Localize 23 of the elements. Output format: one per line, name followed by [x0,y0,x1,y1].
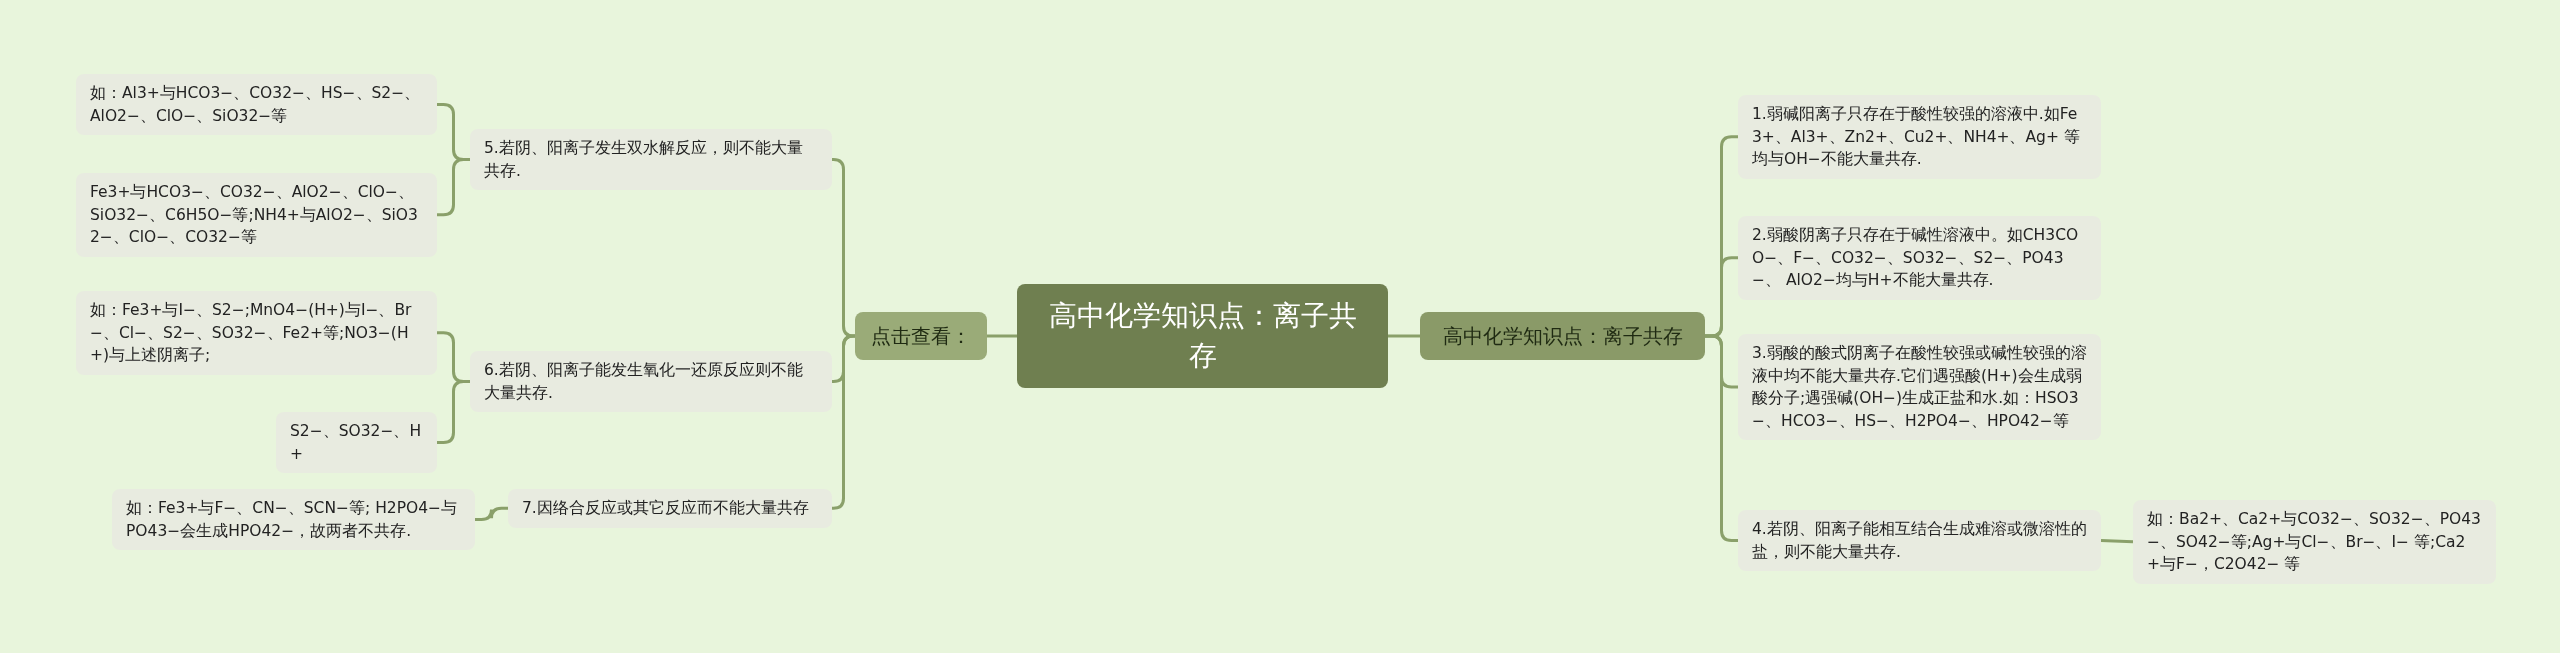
connector-line [475,506,508,521]
connector-line [831,158,856,338]
connector-line [1388,334,1420,338]
topic-box: 如：Ba2+、Ca2+与CO32−、SO32−、PO43−、SO42−等;Ag+与Cl−、Br−、I− 等;Ca2+与F−，C2O42− 等 [2133,500,2496,584]
branch-box: 高中化学知识点：离子共存 [1420,312,1705,360]
branch-box: 点击查看： [855,312,987,360]
topic-box: 如：Fe3+与I−、S2−;MnO4−(H+)与I−、Br−、Cl−、S2−、SO32−、Fe2+等;NO3−(H+)与上述阴离子; [76,291,437,375]
topic-box: S2−、SO32−、H+ [276,412,437,473]
connector-line [2100,539,2134,544]
root-topic-box: 高中化学知识点：离子共存 [1017,284,1388,388]
topic-box: 2.弱酸阴离子只存在于碱性溶液中。如CH3COO−、F−、CO32−、SO32−、S2−、PO43−、 AlO2−均与H+不能大量共存. [1738,216,2101,300]
topic-box: 3.弱酸的酸式阴离子在酸性较强或碱性较强的溶液中均不能大量共存.它们遇强酸(H+)会生成弱酸分子;遇强碱(OH−)生成正盐和水.如：HSO3−、HCO3−、HS−、H2PO4−、HPO42−等 [1738,334,2101,440]
connector-line [831,334,856,510]
connector-line [987,334,1017,338]
topic-box: 如：Al3+与HCO3−、CO32−、HS−、S2−、AlO2−、ClO−、SiO32−等 [76,74,437,135]
topic-box: Fe3+与HCO3−、CO32−、AlO2−、ClO−、SiO32−、C6H5O−等;NH4+与AlO2−、SiO32−、ClO−、CO32−等 [76,173,437,257]
topic-box: 1.弱碱阳离子只存在于酸性较强的溶液中.如Fe3+、Al3+、Zn2+、Cu2+、NH4+、Ag+ 等均与OH−不能大量共存. [1738,95,2101,179]
topic-box: 5.若阴、阳离子发生双水解反应，则不能大量共存. [470,129,832,190]
topic-box: 7.因络合反应或其它反应而不能大量共存 [508,489,832,528]
topic-box: 如：Fe3+与F−、CN−、SCN−等; H2PO4−与PO43−会生成HPO42−，故两者不共存. [112,489,475,550]
connector-line [1705,334,1738,542]
topic-box: 6.若阴、阳离子能发生氧化一还原反应则不能大量共存. [470,351,832,412]
topic-box: 4.若阴、阳离子能相互结合生成难溶或微溶性的盐，则不能大量共存. [1738,510,2101,571]
